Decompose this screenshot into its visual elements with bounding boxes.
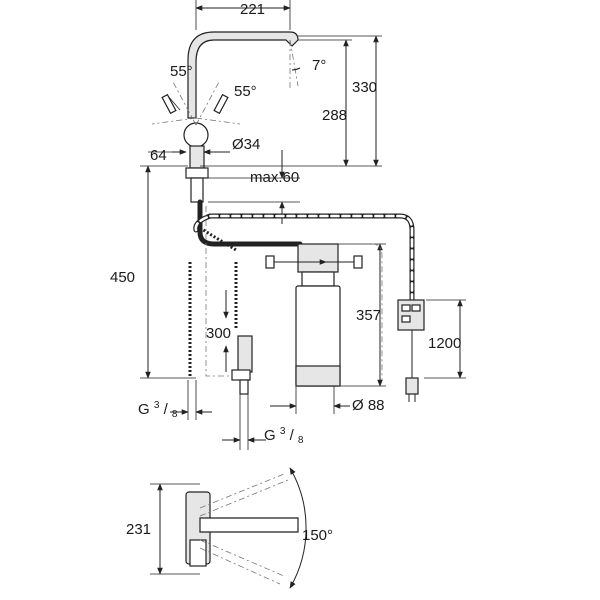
label-side-offset: 300: [206, 325, 231, 342]
label-height-spout: 288: [322, 107, 347, 124]
mounting-nut: [185, 167, 209, 179]
label-thread-right: G 3 / 8: [264, 421, 304, 446]
label-base-diameter: Ø34: [232, 136, 260, 153]
lever-handle: [183, 122, 209, 148]
label-swivel-angle: 150°: [302, 527, 333, 544]
label-angle-spout-tilt: 7°: [312, 57, 326, 74]
control-box: [397, 299, 425, 402]
label-max-thickness: max.60: [250, 169, 299, 186]
label-hose-length: 450: [110, 269, 135, 286]
valve-body: [237, 335, 253, 373]
faucet-base: [189, 145, 205, 169]
spout-plan: [199, 517, 299, 533]
valve-assembly: [231, 335, 253, 395]
power-plug: [405, 377, 419, 395]
filter-unit: [265, 243, 363, 387]
spout-body: [187, 31, 299, 119]
label-thread-left: G 3 / 8: [138, 395, 178, 420]
label-cable-length: 1200: [428, 335, 461, 352]
label-filter-height: 357: [356, 307, 381, 324]
label-height-total: 330: [352, 79, 377, 96]
label-spout-reach: 221: [240, 1, 265, 18]
dimension-lines: [140, 0, 466, 450]
label-filter-diameter: Ø 88: [352, 397, 385, 414]
label-base-offset: 64: [150, 147, 167, 164]
faucet-elevation: [151, 31, 301, 203]
hoses: [188, 199, 415, 380]
label-angle-lever-right: 55°: [234, 83, 257, 100]
label-angle-lever-left: 55°: [170, 63, 193, 80]
plan-view: [150, 467, 307, 589]
filter-head: [297, 243, 339, 273]
dimension-labels: 221 330 288 55° 55° 7° 64 Ø34 max.60 450…: [110, 1, 461, 544]
label-swivel-depth: 231: [126, 521, 151, 538]
